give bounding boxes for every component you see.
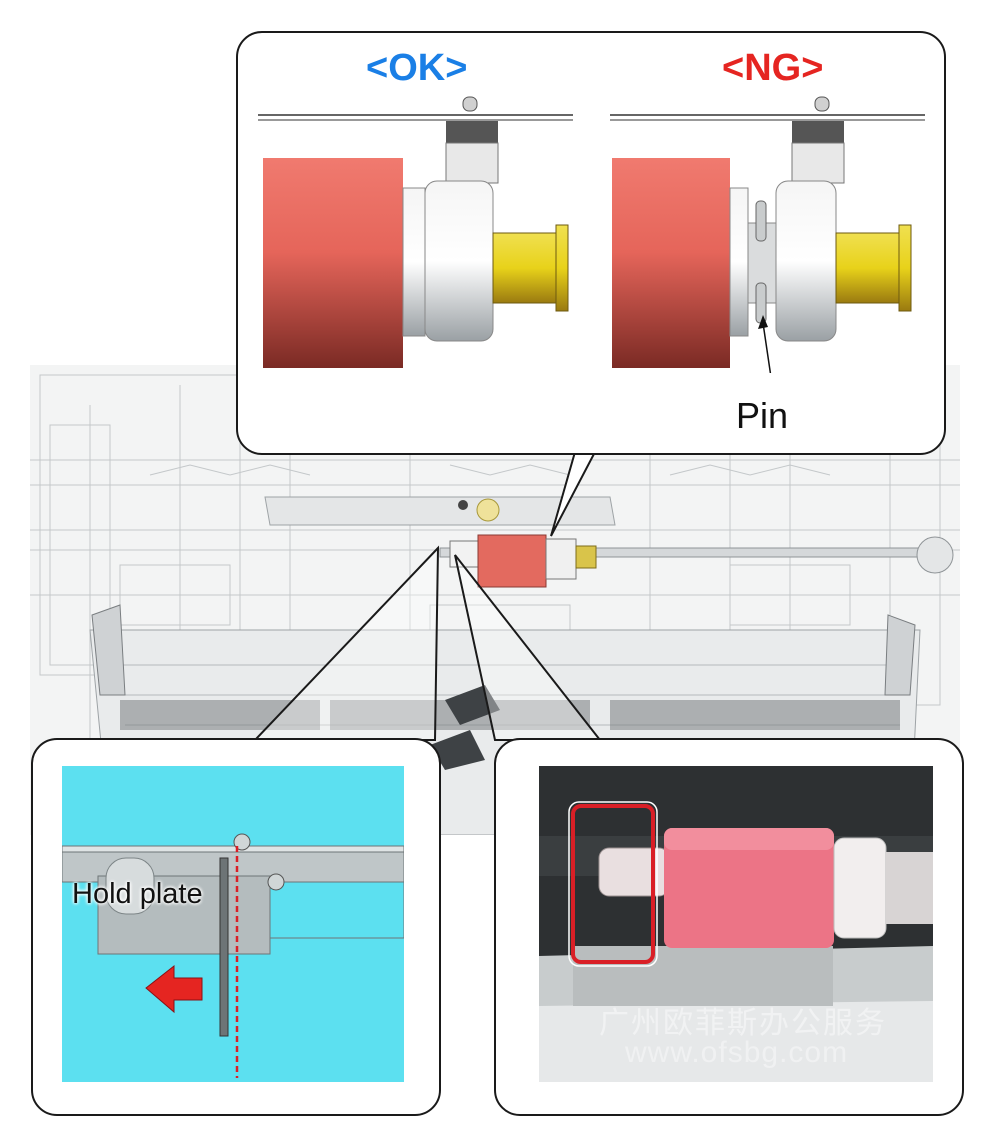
ng-roller-illustration — [610, 96, 925, 373]
roller-photo-drawing — [539, 766, 933, 1082]
watermark-url: www.ofsbg.com — [625, 1036, 849, 1069]
watermark-chinese: 广州欧菲斯办公服务 — [599, 1006, 887, 1041]
ok-roller-illustration — [258, 96, 573, 368]
hold-plate-callout: Hold plate — [31, 738, 441, 1116]
roller-photo: 广州欧菲斯办公服务 www.ofsbg.com — [539, 766, 933, 1082]
hold-plate-label: Hold plate — [72, 878, 203, 910]
hold-plate-drawing — [62, 833, 404, 1078]
pin-label: Pin — [736, 395, 789, 436]
hold-plate-photo: Hold plate — [62, 766, 404, 1082]
photo-callout: 广州欧菲斯办公服务 www.ofsbg.com — [494, 738, 964, 1116]
ok-ng-callout: <OK> <NG> — [236, 31, 946, 455]
ok-label: <OK> — [366, 47, 468, 89]
ng-label: <NG> — [722, 47, 824, 89]
